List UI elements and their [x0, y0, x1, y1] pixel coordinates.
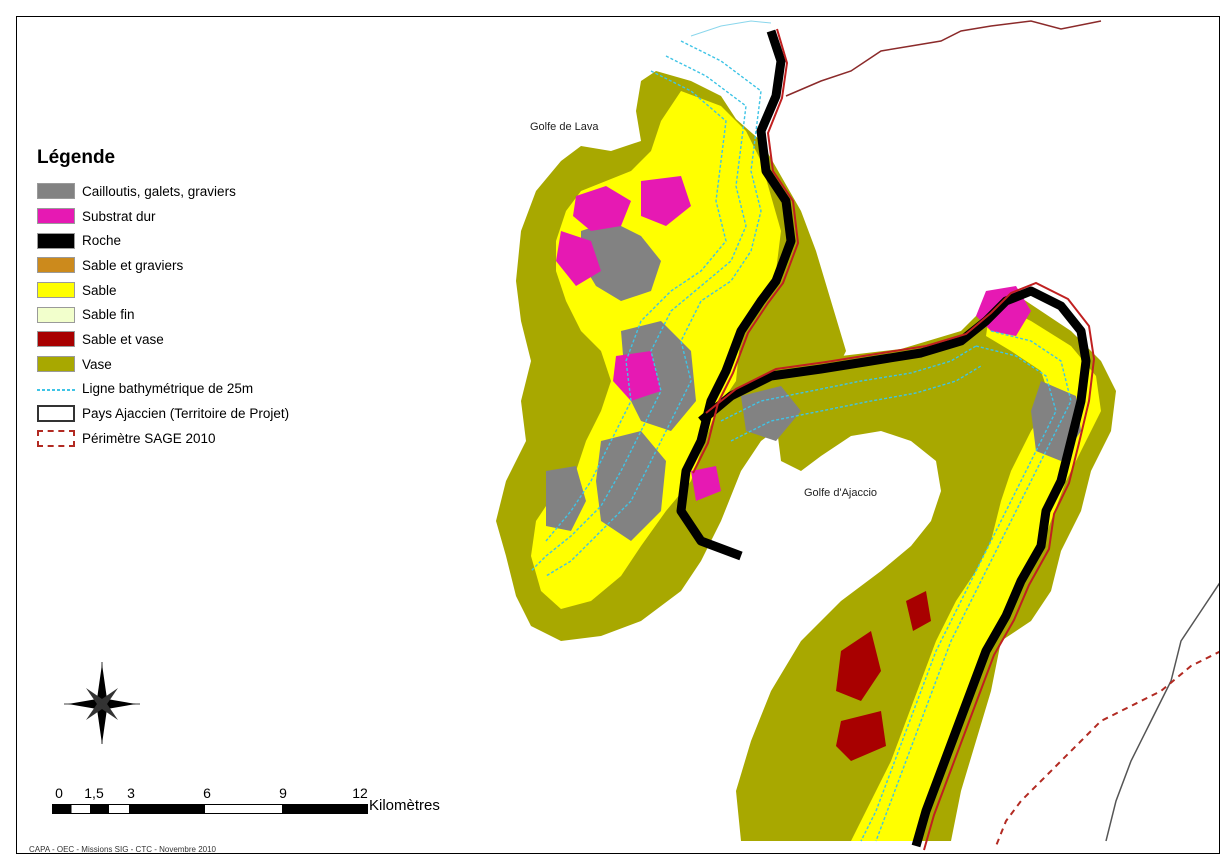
scale-tick-0: 0 [55, 785, 63, 801]
legend-label: Sable et vase [82, 331, 164, 347]
legend-dashed-swatch [37, 429, 75, 447]
territoire-boundary-ajaccio [705, 281, 1096, 851]
legend-label: Sable et graviers [82, 257, 184, 273]
legend-item: Pays Ajaccien (Territoire de Projet) [37, 401, 367, 426]
scale-tick-2: 3 [127, 785, 135, 801]
legend-swatch [37, 282, 75, 299]
sable-vase-patch-1 [836, 631, 881, 701]
legend-label: Roche [82, 233, 122, 249]
scale-tick-5: 12 [352, 785, 368, 801]
substrat-dur-patch-6 [691, 466, 721, 501]
sage-perimeter-line [995, 650, 1219, 847]
legend-item: Sable [37, 278, 367, 303]
roche-coast-ajaccio [698, 286, 1091, 848]
cailloutis-patch-1 [581, 221, 661, 301]
legend-outline-swatch [37, 405, 75, 423]
legend-label: Sable fin [82, 307, 135, 323]
legend-title: Légende [37, 147, 116, 168]
scale-tick-1: 1,5 [84, 785, 104, 801]
roche-coast-north [676, 29, 796, 561]
sable-vase-patch-2 [836, 711, 886, 761]
substrat-dur-patch-4 [613, 351, 661, 401]
legend-label: Ligne bathymétrique de 25m [82, 381, 254, 397]
place-label-golfe-ajaccio: Golfe d'Ajaccio [804, 487, 878, 499]
compass-rose-icon [64, 662, 140, 744]
legend-item: Périmètre SAGE 2010 [37, 426, 367, 451]
legend-swatch [37, 331, 75, 348]
legend-line-swatch [37, 388, 75, 391]
cailloutis-patch-6 [741, 386, 801, 441]
legend-label: Cailloutis, galets, graviers [82, 183, 236, 199]
north-fringe [690, 20, 772, 37]
legend-label: Vase [82, 356, 112, 372]
legend-item: Sable et vase [37, 327, 367, 352]
legend-item: Cailloutis, galets, graviers [37, 179, 367, 204]
sable-vase-patch-3 [906, 591, 931, 631]
legend-swatch [37, 306, 75, 323]
substrat-dur-patch-2 [556, 231, 601, 286]
substrat-dur-patch-3 [641, 176, 691, 226]
scale-unit: Kilomètres [369, 797, 440, 814]
map-canvas [496, 20, 1219, 851]
legend-item: Substrat dur [37, 204, 367, 229]
legend-item: Sable et graviers [37, 253, 367, 278]
legend-swatch [37, 232, 75, 249]
substrat-dur-patch-1 [573, 186, 631, 231]
legend-swatch [37, 183, 75, 200]
map-frame: Golfe de Lava Golfe d'Ajaccio Légende Ca… [16, 16, 1220, 854]
legend-item: Ligne bathymétrique de 25m [37, 377, 367, 402]
scale-bar-graphic [52, 804, 368, 814]
legend-item: Sable fin [37, 302, 367, 327]
scale-tick-4: 9 [279, 785, 287, 801]
land-boundary-north [785, 20, 1102, 97]
cailloutis-patch-3 [596, 431, 666, 541]
bathymetry-contours [530, 40, 1072, 842]
cailloutis-patch-2 [621, 321, 696, 431]
legend-label: Pays Ajaccien (Territoire de Projet) [82, 406, 290, 422]
vase-zone-ajaccio [736, 291, 1116, 841]
legend-label: Substrat dur [82, 208, 156, 224]
scale-tick-3: 6 [203, 785, 211, 801]
legend-label: Sable [82, 282, 117, 298]
territoire-boundary-north [692, 28, 800, 474]
legend-swatch [37, 208, 75, 225]
legend-item: Roche [37, 228, 367, 253]
legend-swatch [37, 257, 75, 274]
legend-swatch [37, 356, 75, 373]
land-boundary-east [1105, 582, 1219, 842]
cailloutis-patch-4 [546, 466, 586, 531]
legend-item: Vase [37, 352, 367, 377]
place-label-golfe-lava: Golfe de Lava [530, 121, 599, 133]
credit-text: CAPA - OEC - Missions SIG - CTC - Novemb… [29, 845, 217, 854]
legend-label: Périmètre SAGE 2010 [82, 430, 216, 446]
